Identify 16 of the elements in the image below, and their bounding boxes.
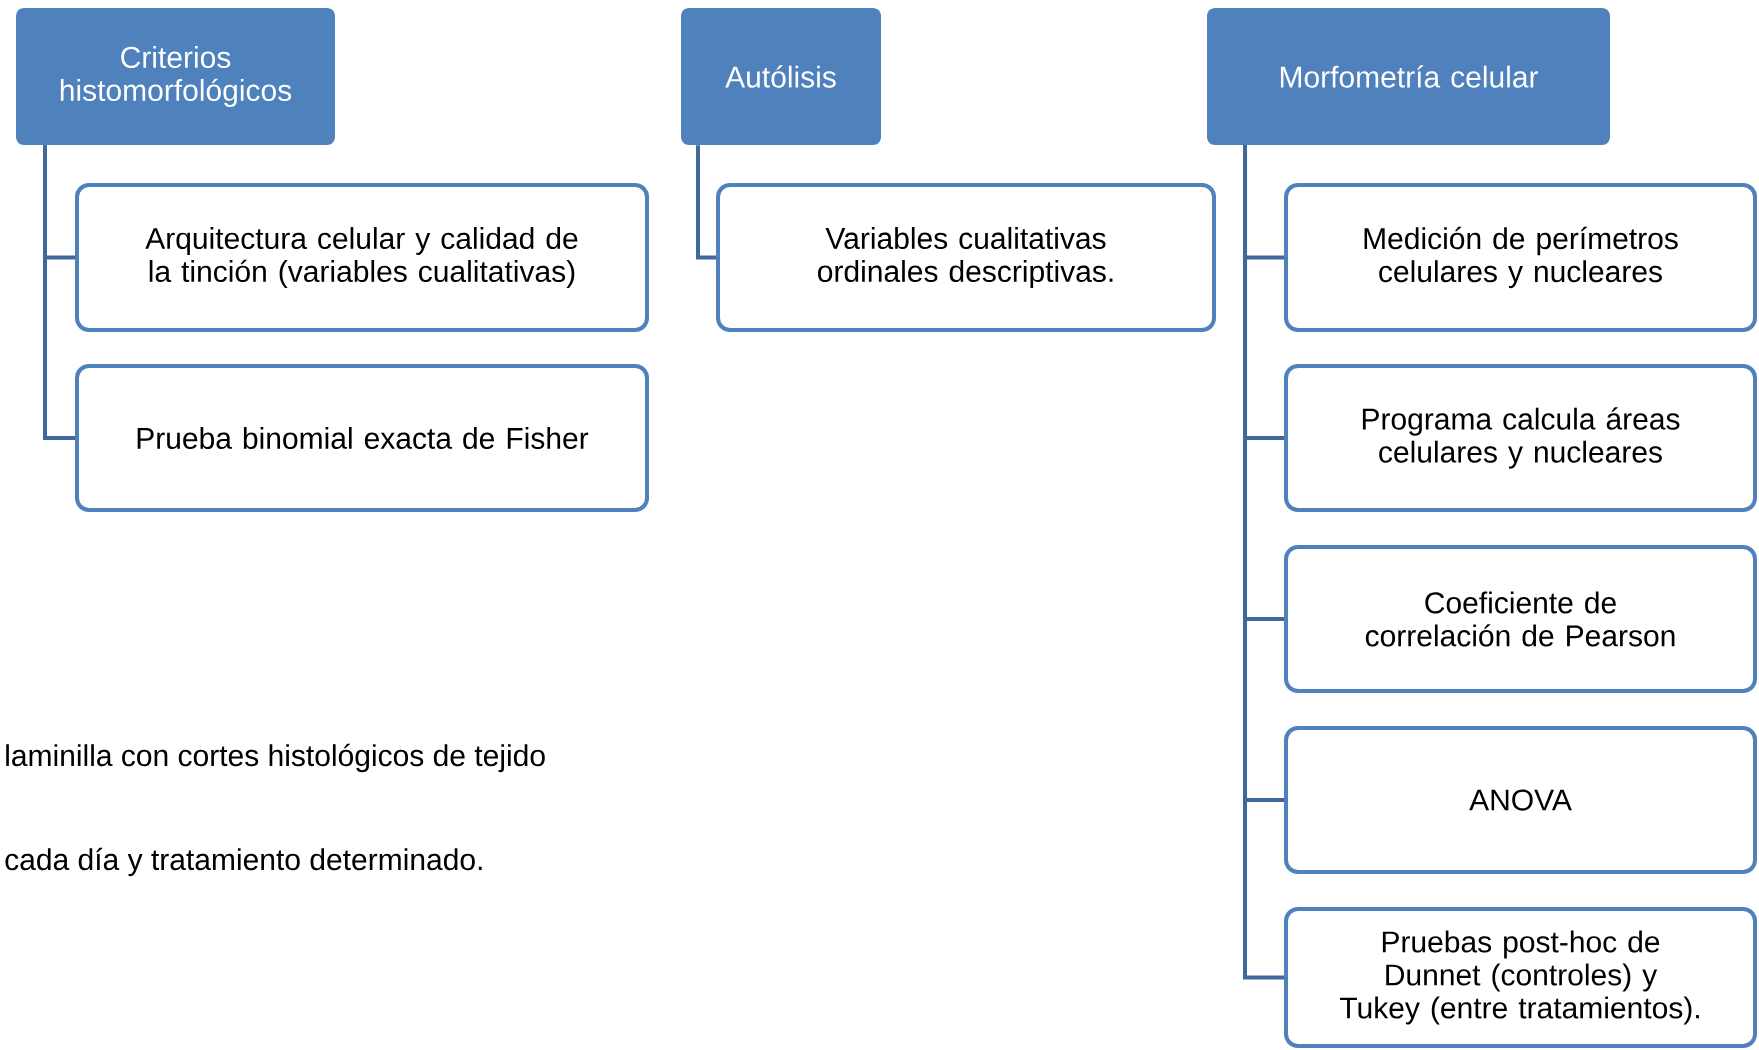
note-text: cada día y tratamiento determinado.	[5, 847, 482, 877]
content-box: Programa calcula áreas celulares y nucleares	[1284, 364, 1757, 512]
connector-line	[696, 145, 716, 260]
content-box: Pruebas post-hoc de Dunnet (controles) y Tukey (entre tratamientos).	[1284, 907, 1757, 1048]
content-box: Prueba binomial exacta de Fisher	[75, 364, 649, 512]
header-box: Criterios histomorfológicos	[16, 8, 335, 145]
connector-line	[43, 145, 75, 440]
note-text: laminilla con cortes histológicos de tejido	[6, 743, 545, 773]
connector-line	[1243, 145, 1284, 980]
content-box: Coeficiente de correlación de Pearson	[1284, 545, 1757, 693]
header-box: Morfometría celular	[1207, 8, 1610, 145]
header-box: Autólisis	[681, 8, 881, 145]
content-box: Variables cualitativas ordinales descriptivas.	[716, 183, 1216, 332]
content-box: Arquitectura celular y calidad de la tinción (variables cualitativas)	[75, 183, 649, 332]
content-box: ANOVA	[1284, 726, 1757, 874]
content-box: Medición de perímetros celulares y nucleares	[1284, 183, 1757, 332]
